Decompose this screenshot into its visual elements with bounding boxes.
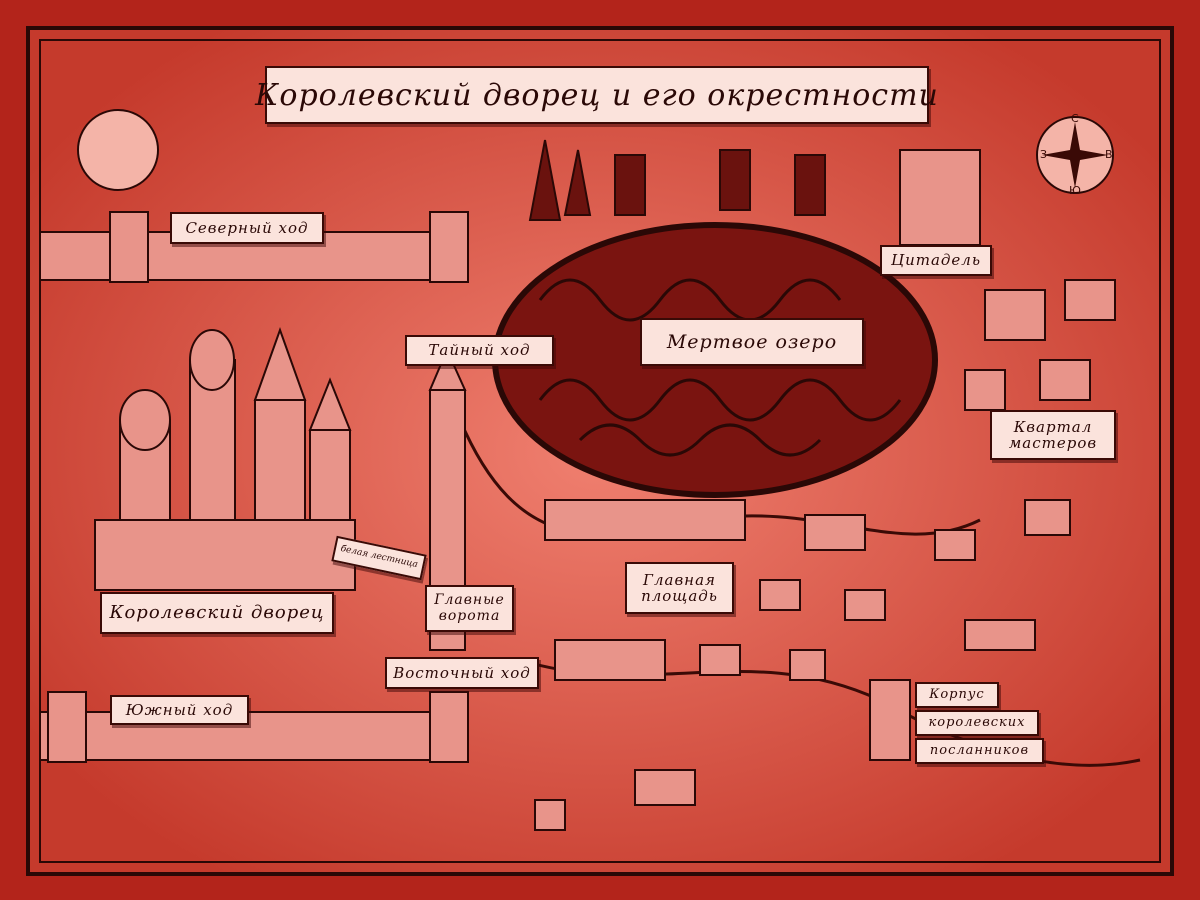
- label-envoys-line-1: Корпус: [915, 682, 999, 708]
- label-citadel: Цитадель: [880, 245, 992, 276]
- label-dead-lake: Мертвое озеро: [640, 318, 864, 366]
- citadel-tower: [899, 149, 981, 246]
- label-royal-palace: Королевский дворец: [100, 592, 334, 634]
- royal-palace: [94, 327, 467, 651]
- label-craftsmen-quarter: Квартал мастеров: [990, 410, 1116, 460]
- compass-north: С: [1071, 112, 1079, 125]
- label-envoys-line-2: королевских: [915, 710, 1039, 736]
- label-secret-passage: Тайный ход: [405, 335, 554, 366]
- label-south-passage: Южный ход: [110, 695, 249, 725]
- label-main-gate: Главные ворота: [425, 585, 514, 632]
- label-line: Главная: [643, 570, 716, 589]
- label-main-square: Главная площадь: [625, 562, 734, 614]
- compass-east: В: [1105, 148, 1113, 161]
- label-east-passage: Восточный ход: [385, 657, 539, 689]
- label-line: мастеров: [1008, 434, 1098, 452]
- label-line: ворота: [438, 607, 501, 624]
- compass-west: З: [1040, 148, 1048, 161]
- ornament: [77, 109, 159, 191]
- label-line: площадь: [641, 587, 718, 605]
- houses: [534, 279, 1116, 831]
- forest: [528, 139, 826, 221]
- label-line: Главные: [434, 592, 505, 609]
- compass-south: Ю: [1069, 184, 1081, 197]
- label-north-passage: Северный ход: [170, 212, 324, 244]
- label-envoys-line-3: посланников: [915, 738, 1044, 764]
- map-title: Королевский дворец и его окрестности: [255, 66, 938, 124]
- label-line: Квартал: [1013, 417, 1093, 436]
